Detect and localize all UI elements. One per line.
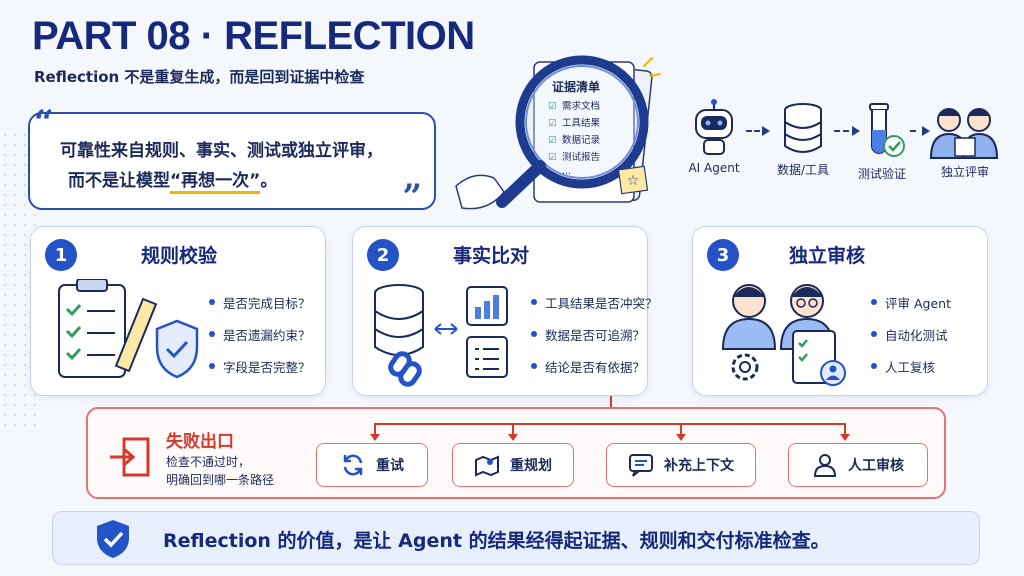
checklist-item-label: ... bbox=[562, 166, 572, 177]
reviewers-gear-icon bbox=[721, 284, 846, 386]
branch-arrow-4 bbox=[840, 423, 850, 441]
card-rule-check: 1 规则校验 是否完成目标？是否遗漏约束？字段是否完整？ bbox=[30, 226, 326, 396]
quote-line-2-prefix: 而不是让模型 bbox=[68, 171, 170, 191]
branch-arrow-2 bbox=[508, 423, 518, 441]
checkbox-icon: ☑ bbox=[548, 135, 557, 146]
quote-line-2: 而不是让模型“再想一次”。 bbox=[68, 166, 278, 194]
card-number: 2 bbox=[367, 239, 399, 271]
card-fact-check: 2 事实比对 工具结果是否冲突？数据是否可追溯？结论是否有依据？ bbox=[352, 226, 658, 396]
database-icon bbox=[784, 103, 822, 153]
checklist-item: ☑ 测试报告 bbox=[548, 149, 600, 166]
quote-line-2-suffix: 。 bbox=[260, 171, 278, 191]
page-title: PART 08 · REFLECTION bbox=[32, 14, 475, 58]
magnifier-checklist-illustration: ☆ 证据清单 ☑ 需求文档 ☑ 工具结果 ☑ 数据记录 ☑ 测试报告... bbox=[448, 36, 668, 222]
failure-description: 检查不通过时， 明确回到哪一条路径 bbox=[166, 453, 274, 489]
branch-line bbox=[374, 423, 844, 425]
person-icon bbox=[813, 454, 837, 477]
card-item: 字段是否完整？ bbox=[209, 357, 311, 389]
card-item: 数据是否可追溯？ bbox=[531, 325, 658, 357]
failure-desc-line-1: 检查不通过时， bbox=[166, 455, 251, 469]
close-quote-icon: ” bbox=[402, 177, 422, 217]
replan-label: 重规划 bbox=[510, 458, 552, 474]
failure-title: 失败出口 bbox=[166, 432, 234, 452]
card-items: 工具结果是否冲突？数据是否可追溯？结论是否有依据？ bbox=[531, 293, 658, 389]
reviewers-icon bbox=[929, 108, 999, 159]
flow-node-review: 独立评审 bbox=[922, 102, 1008, 180]
page-subtitle: Reflection 不是重复生成，而是回到证据中检查 bbox=[34, 68, 365, 86]
card-title: 独立审核 bbox=[786, 241, 868, 271]
card-title: 规则校验 bbox=[138, 241, 220, 271]
checkbox-icon: ☑ bbox=[548, 101, 557, 112]
branch-arrow-1 bbox=[370, 423, 380, 441]
shield-check-icon bbox=[97, 520, 129, 558]
map-pin-icon bbox=[475, 455, 499, 477]
exit-door-icon bbox=[110, 437, 150, 477]
connector-line bbox=[610, 396, 612, 408]
checklist-item: ... bbox=[548, 166, 600, 183]
flow-node-data-tools: 数据/工具 bbox=[768, 102, 838, 178]
card-item: 人工复核 bbox=[871, 357, 951, 389]
card-item: 自动化测试 bbox=[871, 325, 951, 357]
add-context-button[interactable]: 补充上下文 bbox=[606, 443, 756, 487]
quote-box: “ 可靠性来自规则、事实、测试或独立评审， 而不是让模型“再想一次”。 ” bbox=[28, 106, 436, 214]
checklist-item-label: 需求文档 bbox=[562, 101, 601, 112]
summary-banner: Reflection 的价值，是让 Agent 的结果经得起证据、规则和交付标准… bbox=[52, 511, 980, 565]
robot-icon bbox=[695, 99, 733, 155]
flow-arrow-3 bbox=[910, 126, 930, 136]
clipboard-shield-icon bbox=[58, 279, 199, 379]
retry-button[interactable]: 重试 bbox=[316, 443, 428, 487]
failure-desc-line-2: 明确回到哪一条路径 bbox=[166, 473, 275, 487]
manual-review-button[interactable]: 人工审核 bbox=[788, 443, 928, 487]
card-number: 3 bbox=[707, 239, 739, 271]
retry-label: 重试 bbox=[376, 458, 404, 474]
checklist-item-label: 工具结果 bbox=[562, 118, 601, 129]
replan-button[interactable]: 重规划 bbox=[452, 443, 574, 487]
add-context-label: 补充上下文 bbox=[664, 458, 734, 474]
manual-review-label: 人工审核 bbox=[848, 458, 904, 474]
quote-highlight: “再想一次” bbox=[170, 171, 261, 194]
flow-label-review: 独立评审 bbox=[940, 165, 989, 179]
card-item: 评审 Agent bbox=[871, 293, 951, 325]
card-item: 工具结果是否冲突？ bbox=[531, 293, 658, 325]
flow-node-test: 测试验证 bbox=[850, 100, 914, 182]
checklist-item: ☑ 数据记录 bbox=[548, 132, 600, 149]
flow-label-ai-agent: AI Agent bbox=[688, 161, 740, 175]
checklist-item: ☑ 工具结果 bbox=[548, 115, 600, 132]
summary-text: Reflection 的价值，是让 Agent 的结果经得起证据、规则和交付标准… bbox=[163, 530, 830, 552]
checklist-title: 证据清单 bbox=[552, 80, 601, 94]
card-item: 是否完成目标？ bbox=[209, 293, 311, 325]
card-title: 事实比对 bbox=[450, 241, 532, 271]
flow-arrow-1 bbox=[746, 126, 770, 136]
refresh-icon bbox=[343, 454, 363, 476]
card-items: 是否完成目标？是否遗漏约束？字段是否完整？ bbox=[209, 293, 311, 389]
card-item: 是否遗漏约束？ bbox=[209, 325, 311, 357]
checklist-items: ☑ 需求文档 ☑ 工具结果 ☑ 数据记录 ☑ 测试报告... bbox=[548, 98, 600, 183]
flow-node-ai-agent: AI Agent bbox=[676, 98, 752, 175]
failure-exit-box: 失败出口 检查不通过时， 明确回到哪一条路径 重试 重规划 补充上下文 人工审核 bbox=[86, 407, 946, 499]
card-number: 1 bbox=[45, 239, 77, 271]
checkbox-icon: ☑ bbox=[548, 118, 557, 129]
flow-arrow-2 bbox=[834, 126, 860, 136]
test-tube-icon bbox=[869, 103, 905, 157]
svg-text:☆: ☆ bbox=[627, 173, 640, 189]
checklist-item-label: 测试报告 bbox=[562, 152, 601, 163]
magnifier-icon: ☆ bbox=[455, 55, 661, 210]
checklist-item-label: 数据记录 bbox=[562, 135, 601, 146]
quote-line-1: 可靠性来自规则、事实、测试或独立评审， bbox=[60, 141, 383, 161]
checklist-item: ☑ 需求文档 bbox=[548, 98, 600, 115]
flow-label-data-tools: 数据/工具 bbox=[776, 163, 830, 177]
chat-icon bbox=[629, 454, 653, 477]
database-compare-icon bbox=[374, 284, 508, 387]
open-quote-icon: “ bbox=[34, 103, 54, 143]
branch-arrow-3 bbox=[676, 423, 686, 441]
card-item: 结论是否有依据？ bbox=[531, 357, 658, 389]
flow-label-test: 测试验证 bbox=[857, 167, 906, 181]
checkbox-icon: ☑ bbox=[548, 152, 557, 163]
